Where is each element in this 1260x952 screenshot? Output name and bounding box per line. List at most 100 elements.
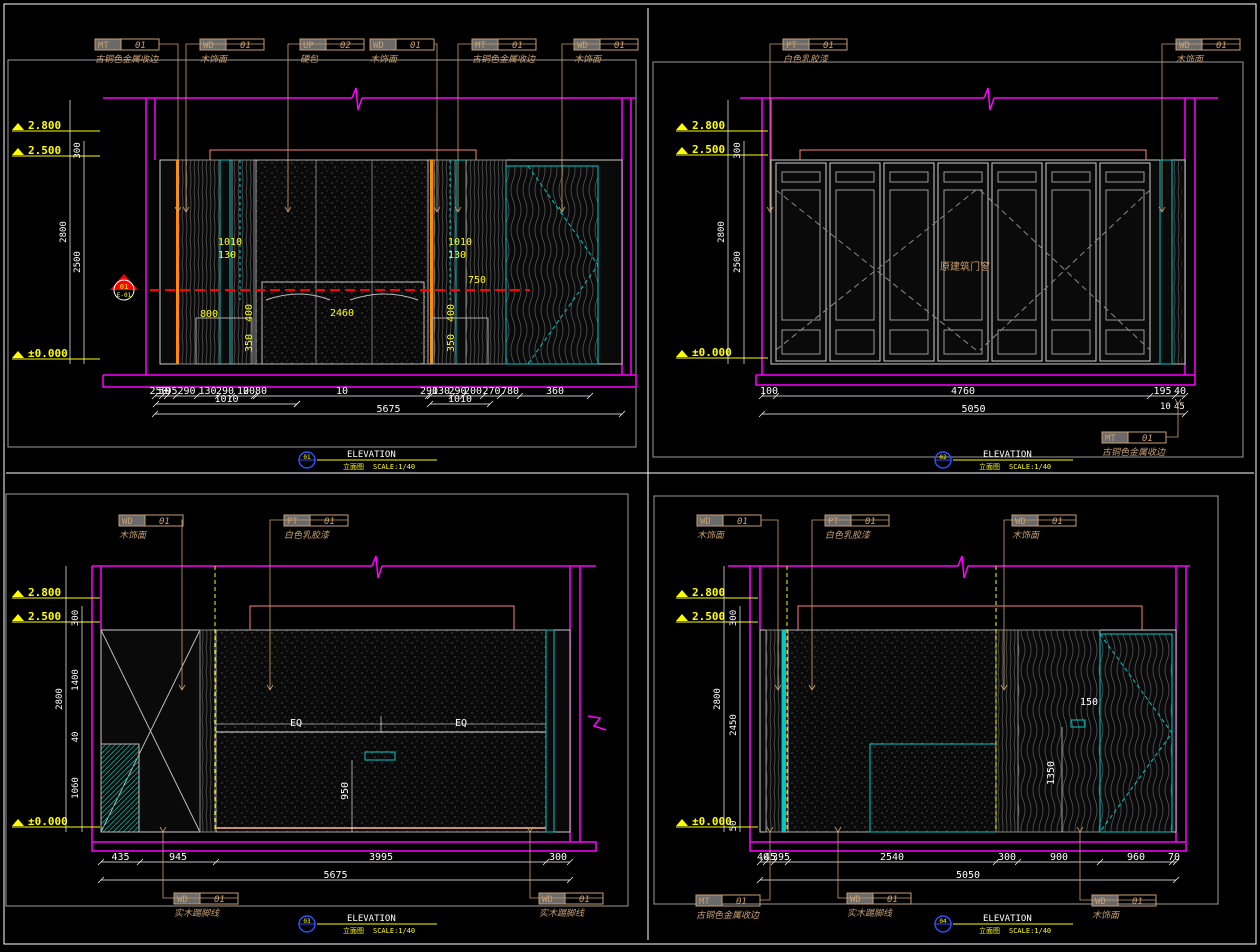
door-rail-02 <box>835 171 875 183</box>
material-tag-num: 01 <box>214 895 225 905</box>
dim-tick <box>193 392 201 400</box>
material-tag-label: 古铜色金属收边 <box>95 54 159 65</box>
glass-strip-03 <box>545 629 555 833</box>
door-04 <box>1099 633 1173 833</box>
dim-tick <box>496 392 504 400</box>
height-dim-text: 300 <box>733 142 743 158</box>
material-leader-arrow <box>433 206 441 213</box>
material-leader-arrow <box>558 206 566 213</box>
material-tag-label: 古铜色金属收边 <box>1102 447 1166 458</box>
dim-tick <box>426 400 434 408</box>
level-marker <box>676 614 688 621</box>
level-marker <box>676 590 688 597</box>
door-glazing-02 <box>889 189 929 321</box>
level-marker <box>12 819 24 826</box>
material-leader-arrow <box>454 206 462 213</box>
eq-text: EQ <box>455 718 467 729</box>
break-mark-01 <box>351 87 363 111</box>
dim-tick <box>586 392 594 400</box>
material-leader <box>181 519 183 690</box>
door-glazing-02 <box>997 189 1037 321</box>
material-leader-arrow <box>174 206 182 213</box>
title-cn: 立面图 <box>979 926 1000 935</box>
viewport-frame-01 <box>7 59 637 448</box>
dim-tick <box>566 876 574 884</box>
level-marker <box>676 350 688 357</box>
elevation-04 <box>728 555 1190 852</box>
elevation-03 <box>91 555 607 852</box>
dim-tick <box>136 858 144 866</box>
material-tag-code: WD <box>203 41 214 51</box>
material-leader <box>769 43 847 212</box>
door-rail-02 <box>1051 171 1091 183</box>
dim-text: 95 <box>165 386 177 397</box>
switch-04 <box>1070 719 1086 728</box>
dim-tick <box>252 392 260 400</box>
dim-tick <box>459 392 467 400</box>
material-tag-code-box <box>299 38 327 51</box>
dim-text: 300 <box>998 852 1016 863</box>
material-tag-code: WD <box>122 517 133 527</box>
material-leader-arrow <box>774 684 782 691</box>
dim-text: 780 <box>501 386 519 397</box>
material-tag-code: WD <box>373 41 384 51</box>
pillows-01 <box>265 293 419 301</box>
material-tag-label: 木饰面 <box>574 54 603 65</box>
level-label: 2.500 <box>28 144 61 157</box>
title-scale: SCALE:1/40 <box>373 927 415 935</box>
dim-text: 40 <box>1174 386 1186 397</box>
material-leader <box>434 43 438 212</box>
material-leader-arrow <box>284 206 292 213</box>
dim-text: 290 <box>216 386 234 397</box>
dim-tick <box>293 400 301 408</box>
door-kick-02 <box>1051 329 1091 355</box>
section-arrow-01 <box>110 274 138 290</box>
material-tag-code-box <box>369 38 397 51</box>
material-tag-num: 01 <box>865 517 876 527</box>
title-cn: 立面图 <box>343 462 364 471</box>
material-tag-label: 实木踢脚线 <box>174 908 220 919</box>
ceiling-recess-01 <box>209 149 477 160</box>
dim-tick <box>566 858 574 866</box>
dim-tick <box>212 858 220 866</box>
material-leader <box>760 832 771 901</box>
nightstand-left-01 <box>195 317 253 365</box>
level-marker <box>12 351 24 358</box>
ceiling-recess-03 <box>249 605 515 630</box>
section-sheet: E-01 <box>117 292 132 299</box>
wood-column2-04 <box>995 629 1019 833</box>
title-word: ELEVATION <box>983 914 1032 924</box>
level-marker <box>12 590 24 597</box>
elevation-01 <box>102 87 637 388</box>
dim-text: 395 <box>772 852 790 863</box>
dim-tick <box>1172 876 1180 884</box>
inner-dim-text: 350 <box>446 334 457 352</box>
material-tag-num: 01 <box>512 41 523 51</box>
height-dim-text: 2500 <box>733 251 743 273</box>
material-tag-code: WD <box>1179 41 1190 51</box>
door-rail-02 <box>889 171 929 183</box>
height-dim-text: 1400 <box>71 669 81 691</box>
inner-dim-text: 350 <box>244 334 255 352</box>
title-scale: SCALE:1/40 <box>373 463 415 471</box>
material-leader <box>1003 519 1076 690</box>
material-tag-label: 白色乳胶漆 <box>284 530 331 541</box>
material-tag-num: 01 <box>887 895 898 905</box>
material-leader <box>1166 404 1179 438</box>
material-tag-num: 01 <box>614 41 625 51</box>
material-leader-arrow <box>159 826 167 833</box>
dim-text: 70 <box>1168 852 1180 863</box>
dim-tick <box>426 392 434 400</box>
metal-strip-04 <box>782 630 786 832</box>
door-leaf-02 <box>829 162 881 362</box>
height-dim-text: 2800 <box>713 688 723 710</box>
dim-text: 960 <box>1127 852 1145 863</box>
material-tag-label: 木饰面 <box>119 530 148 541</box>
break-mark-03 <box>371 555 383 579</box>
inner-dim-text: 1010 <box>448 237 472 248</box>
dim-tick <box>479 392 487 400</box>
title-word: ELEVATION <box>347 914 396 924</box>
title-number: 01 <box>303 454 311 461</box>
material-tag-num: 01 <box>135 41 146 51</box>
door-leaf-02 <box>883 162 935 362</box>
